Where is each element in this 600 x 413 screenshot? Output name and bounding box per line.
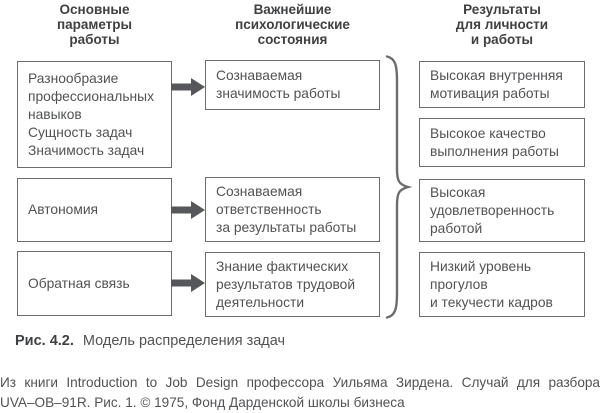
source-note-line-1: Из книги Introduction to Job Design проф…: [0, 375, 600, 390]
box-satisfaction: Высокая удовлетворенность работой: [419, 179, 585, 242]
figure-caption-title: Модель распределения задач: [82, 333, 286, 349]
figure-caption: Рис. 4.2. Модель распределения задач: [15, 333, 285, 349]
box-knowledge-of-results: Знание фактических результатов трудовой …: [205, 252, 380, 317]
column-header-psychological-states: Важнейшие психологические состояния: [235, 2, 350, 47]
box-internal-motivation: Высокая внутренняя мотивация работы: [419, 61, 585, 108]
source-note-line-2: UVA–OB–91R. Рис. 1. © 1975, Фонд Дарденс…: [0, 394, 405, 410]
box-low-absenteeism: Низкий уровень прогулов и текучести кадр…: [419, 252, 585, 317]
arrow-right-icon: [171, 274, 205, 292]
brace-icon: [385, 55, 413, 319]
column-header-outcomes: Результаты для личности и работы: [455, 2, 549, 47]
figure-caption-label: Рис. 4.2.: [15, 333, 74, 349]
box-feedback: Обратная связь: [17, 251, 172, 316]
box-skill-variety: Разнообразие профессиональных навыков Су…: [17, 61, 172, 168]
arrow-right-icon: [171, 78, 205, 96]
arrow-right-icon: [171, 201, 205, 219]
box-autonomy: Автономия: [17, 178, 172, 242]
box-responsibility: Сознаваемая ответственность за результат…: [205, 177, 380, 242]
box-work-quality: Высокое качество выполнения работы: [419, 118, 585, 167]
column-header-core-parameters: Основные параметры работы: [56, 2, 133, 47]
box-meaningfulness: Сознаваемая значимость работы: [205, 60, 380, 110]
source-note: Из книги Introduction to Job Design проф…: [0, 373, 600, 412]
